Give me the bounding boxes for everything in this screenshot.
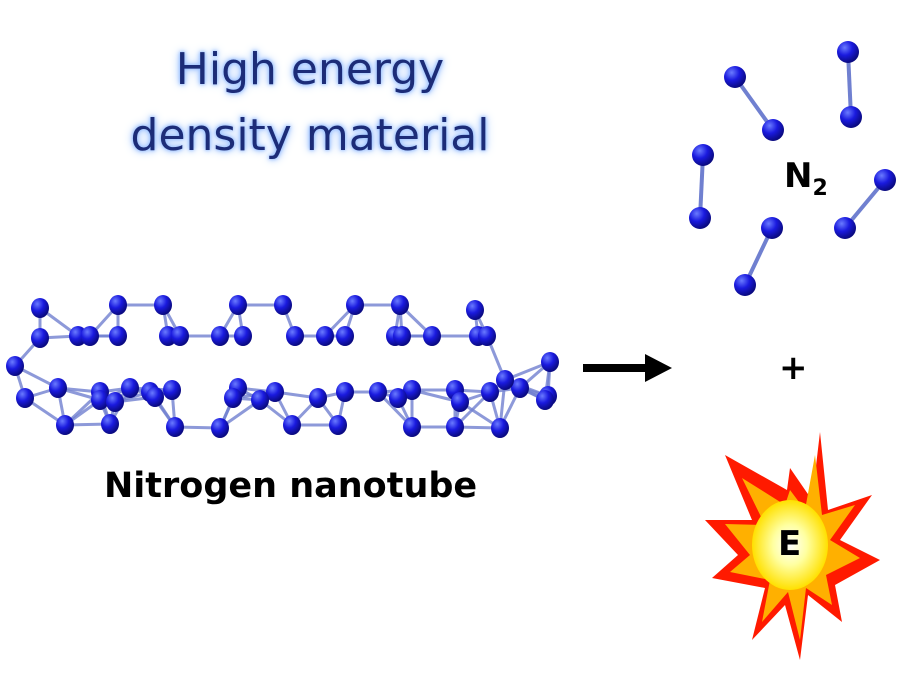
nitrogen-atom xyxy=(81,326,99,346)
nitrogen-atom xyxy=(491,418,509,438)
nitrogen-atom xyxy=(496,370,514,390)
nitrogen-atom xyxy=(423,326,441,346)
nitrogen-atom xyxy=(211,418,229,438)
nitrogen-atom xyxy=(481,382,499,402)
nitrogen-atom xyxy=(274,295,292,315)
nitrogen-atom xyxy=(166,417,184,437)
nitrogen-atom xyxy=(391,295,409,315)
title-line-1: High energy xyxy=(175,44,445,95)
nitrogen-atom xyxy=(16,388,34,408)
nitrogen-atom xyxy=(389,388,407,408)
n2-molecule xyxy=(734,217,783,296)
n2-subscript: 2 xyxy=(812,175,828,201)
nitrogen-atom xyxy=(316,326,334,346)
nitrogen-atom xyxy=(541,352,559,372)
explosion-icon xyxy=(705,432,880,660)
nitrogen-atom xyxy=(834,217,856,239)
nitrogen-nanotube-structure xyxy=(6,295,559,438)
nitrogen-atom xyxy=(403,417,421,437)
nitrogen-atom xyxy=(31,298,49,318)
n2-label: N2 xyxy=(784,156,828,201)
nitrogen-atom xyxy=(211,326,229,346)
nitrogen-atom xyxy=(692,144,714,166)
nitrogen-atom xyxy=(146,387,164,407)
nitrogen-atom xyxy=(734,274,756,296)
nitrogen-atom xyxy=(309,388,327,408)
nitrogen-atom xyxy=(466,300,484,320)
n2-molecule xyxy=(724,66,784,141)
nitrogen-atom xyxy=(121,378,139,398)
nitrogen-atom xyxy=(393,326,411,346)
nitrogen-atom xyxy=(369,382,387,402)
n2-molecule xyxy=(834,169,896,239)
nitrogen-atom xyxy=(837,41,859,63)
nitrogen-atom xyxy=(101,414,119,434)
nitrogen-atom xyxy=(451,392,469,412)
nitrogen-atom xyxy=(154,295,172,315)
nitrogen-atom xyxy=(109,295,127,315)
reaction-arrow xyxy=(583,354,672,382)
nitrogen-atom xyxy=(761,217,783,239)
nitrogen-atom xyxy=(536,390,554,410)
nitrogen-atom xyxy=(762,119,784,141)
nitrogen-atom xyxy=(6,356,24,376)
nitrogen-atom xyxy=(283,415,301,435)
nitrogen-atom xyxy=(403,380,421,400)
nitrogen-atom xyxy=(224,388,242,408)
n2-molecules xyxy=(689,41,896,296)
nitrogen-atom xyxy=(511,378,529,398)
nitrogen-atom xyxy=(109,326,127,346)
nitrogen-atom xyxy=(56,415,74,435)
nitrogen-atom xyxy=(49,378,67,398)
nitrogen-atom xyxy=(329,415,347,435)
nitrogen-atom xyxy=(163,380,181,400)
nitrogen-atom xyxy=(31,328,49,348)
nitrogen-atom xyxy=(840,106,862,128)
n2-molecule xyxy=(837,41,862,128)
nitrogen-atom xyxy=(234,326,252,346)
energy-label: E xyxy=(778,524,802,564)
nitrogen-atom xyxy=(336,326,354,346)
nitrogen-atom xyxy=(106,392,124,412)
nitrogen-atom xyxy=(478,326,496,346)
nitrogen-atom xyxy=(336,382,354,402)
nitrogen-atom xyxy=(266,382,284,402)
nitrogen-atom xyxy=(251,390,269,410)
nitrogen-atom xyxy=(91,390,109,410)
nitrogen-atom xyxy=(874,169,896,191)
nitrogen-atom xyxy=(346,295,364,315)
nitrogen-atom xyxy=(229,295,247,315)
nitrogen-atom xyxy=(689,207,711,229)
plus-sign: + xyxy=(779,348,808,388)
n2-molecule xyxy=(689,144,714,229)
n2-symbol: N xyxy=(784,156,813,196)
nitrogen-atom xyxy=(446,417,464,437)
nitrogen-atom xyxy=(171,326,189,346)
nanotube-label: Nitrogen nanotube xyxy=(104,466,478,506)
nitrogen-atom xyxy=(286,326,304,346)
title-line-2: density material xyxy=(130,110,490,161)
nitrogen-atom xyxy=(724,66,746,88)
